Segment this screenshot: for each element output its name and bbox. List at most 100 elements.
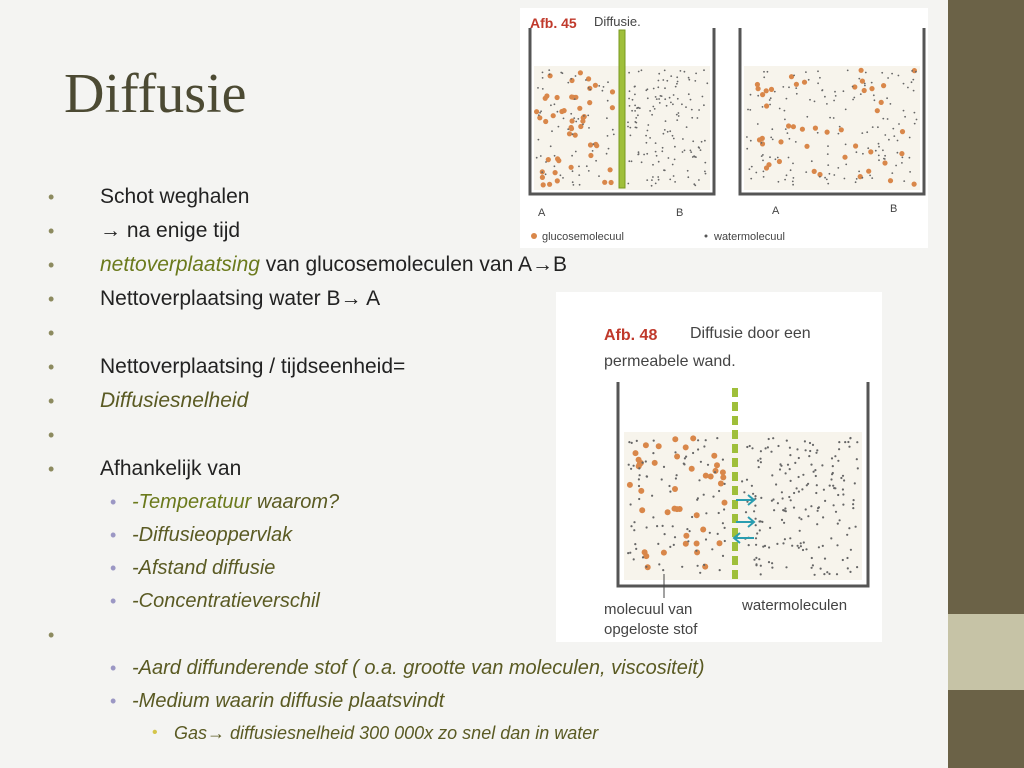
water-molecule bbox=[762, 159, 764, 162]
water-molecule bbox=[846, 567, 849, 570]
water-molecule bbox=[544, 173, 547, 176]
water-molecule bbox=[789, 169, 792, 172]
water-molecule bbox=[589, 88, 592, 91]
wall-segment bbox=[732, 528, 738, 537]
water-molecule bbox=[741, 480, 744, 483]
water-molecule bbox=[757, 94, 760, 97]
water-molecule bbox=[754, 524, 757, 527]
water-molecule bbox=[761, 520, 764, 523]
glucose-molecule bbox=[569, 118, 575, 124]
water-molecule bbox=[766, 446, 769, 449]
water-molecule bbox=[666, 130, 669, 133]
water-molecule bbox=[663, 533, 666, 536]
water-molecule bbox=[640, 161, 643, 164]
water-molecule bbox=[759, 457, 762, 460]
wall-segment bbox=[732, 556, 738, 565]
water-molecule bbox=[638, 107, 641, 110]
water-molecule bbox=[780, 518, 784, 521]
water-molecule bbox=[681, 565, 684, 568]
glucose-molecule bbox=[707, 473, 714, 480]
water-molecule bbox=[645, 141, 648, 144]
glucose-molecule bbox=[552, 170, 558, 176]
water-molecule bbox=[819, 175, 821, 178]
water-molecule bbox=[872, 94, 875, 97]
water-molecule bbox=[901, 162, 903, 164]
water-molecule bbox=[686, 528, 689, 531]
water-molecule bbox=[797, 475, 800, 479]
water-molecule bbox=[788, 495, 791, 499]
water-molecule bbox=[754, 497, 757, 500]
water-molecule bbox=[697, 448, 700, 451]
water-molecule bbox=[645, 134, 647, 137]
water-molecule bbox=[649, 137, 651, 139]
glucose-molecule bbox=[537, 115, 543, 121]
water-molecule bbox=[770, 136, 773, 139]
water-molecule bbox=[611, 128, 614, 131]
water-molecule bbox=[810, 160, 813, 163]
water-molecule bbox=[855, 178, 858, 180]
water-molecule bbox=[854, 181, 857, 184]
water-molecule bbox=[904, 115, 906, 118]
water-molecule bbox=[776, 542, 779, 545]
water-molecule bbox=[607, 147, 610, 150]
water-molecule bbox=[834, 455, 837, 458]
water-molecule bbox=[808, 455, 811, 458]
water-molecule bbox=[631, 109, 633, 112]
glucose-molecule bbox=[577, 105, 583, 111]
bullet-spacer bbox=[48, 418, 705, 452]
water-molecule bbox=[898, 123, 900, 125]
glucose-molecule bbox=[609, 105, 615, 111]
water-molecule bbox=[852, 98, 854, 101]
water-molecule bbox=[595, 159, 597, 162]
glucose-molecule bbox=[911, 181, 917, 187]
water-molecule bbox=[823, 573, 826, 576]
water-molecule bbox=[913, 122, 916, 125]
water-molecule bbox=[628, 441, 631, 444]
water-molecule bbox=[754, 537, 758, 540]
water-molecule bbox=[571, 170, 574, 173]
glucose-molecule bbox=[683, 532, 690, 539]
water-molecule bbox=[826, 153, 829, 156]
water-molecule bbox=[908, 136, 911, 139]
water-molecule bbox=[769, 103, 771, 106]
water-molecule bbox=[583, 115, 585, 117]
water-molecule bbox=[655, 98, 658, 100]
water-molecule bbox=[691, 116, 694, 119]
water-molecule bbox=[810, 505, 813, 508]
water-molecule bbox=[768, 99, 771, 101]
glucose-molecule bbox=[720, 474, 727, 481]
water-molecule bbox=[660, 478, 663, 481]
water-molecule bbox=[856, 467, 859, 470]
water-molecule bbox=[574, 150, 577, 153]
water-molecule bbox=[653, 108, 656, 110]
water-molecule bbox=[822, 488, 825, 491]
water-molecule bbox=[867, 147, 870, 150]
water-molecule bbox=[763, 76, 766, 79]
water-molecule bbox=[541, 77, 544, 79]
water-molecule bbox=[703, 104, 705, 107]
water-molecule bbox=[661, 150, 664, 153]
water-molecule bbox=[915, 118, 918, 121]
water-molecule bbox=[607, 81, 609, 84]
water-molecule bbox=[750, 484, 753, 487]
water-molecule bbox=[853, 96, 856, 99]
water-molecule bbox=[658, 102, 661, 104]
arrow-icon: → bbox=[100, 219, 121, 242]
water-molecule bbox=[605, 152, 608, 155]
water-molecule bbox=[877, 142, 880, 145]
water-molecule bbox=[754, 517, 757, 520]
water-molecule bbox=[771, 474, 774, 477]
water-molecule bbox=[817, 82, 819, 85]
water-molecule bbox=[630, 441, 633, 444]
water-molecule bbox=[805, 548, 808, 551]
water-molecule bbox=[663, 69, 666, 72]
glucose-molecule bbox=[587, 85, 593, 91]
water-molecule bbox=[704, 538, 708, 541]
wall-segment bbox=[732, 430, 738, 439]
water-molecule bbox=[912, 78, 915, 81]
water-molecule bbox=[654, 150, 657, 153]
water-molecule bbox=[892, 127, 895, 130]
glucose-molecule bbox=[534, 109, 540, 115]
water-molecule bbox=[646, 179, 649, 182]
water-molecule bbox=[780, 491, 783, 494]
